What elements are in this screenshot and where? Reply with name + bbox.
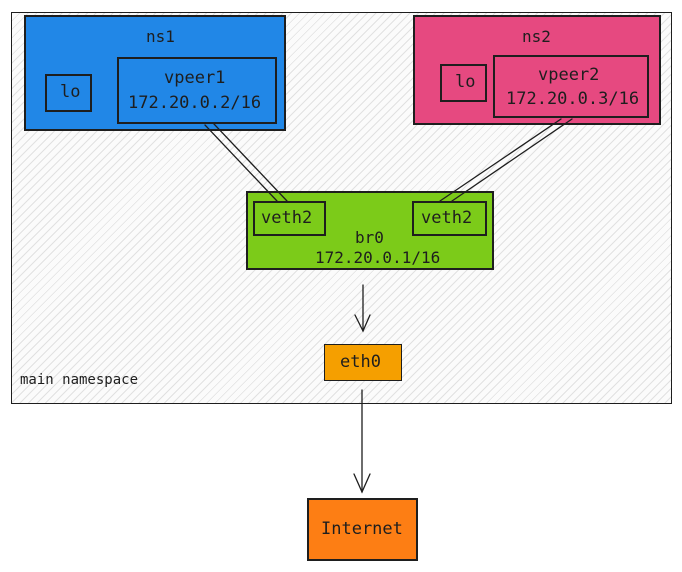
ns1-loopback-box: [45, 74, 92, 112]
br0-label: br0: [355, 228, 384, 247]
link-vpeer2-veth-b: [451, 118, 573, 202]
link-vpeer1-veth-b: [213, 123, 288, 202]
link-vpeer2-veth-a: [439, 118, 562, 202]
ns1-label: ns1: [146, 27, 175, 46]
vpeer2-ip: 172.20.0.3/16: [506, 89, 640, 109]
br0-ip: 172.20.0.1/16: [315, 248, 441, 267]
veth-right-box: [412, 201, 487, 236]
internet-box: [307, 498, 418, 561]
br0-bridge-box: [246, 191, 494, 270]
ns2-loopback-box: [440, 64, 487, 102]
eth0-box: [324, 344, 402, 381]
veth-left-box: [253, 201, 326, 236]
ns2-loopback-label: lo: [455, 72, 476, 92]
link-vpeer1-veth-a: [204, 124, 278, 202]
vpeer1-box: [117, 57, 277, 124]
veth-right-label: veth2: [421, 208, 473, 228]
eth0-label: eth0: [340, 352, 381, 372]
arrow-eth0-internet-head: [353, 473, 371, 494]
vpeer2-box: [493, 55, 649, 118]
ns2-box: [413, 15, 661, 125]
vpeer2-name: vpeer2: [538, 65, 600, 85]
vpeer1-name: vpeer1: [164, 68, 226, 88]
vpeer1-ip: 172.20.0.2/16: [128, 93, 262, 113]
main-namespace-label: main namespace: [20, 372, 139, 388]
arrow-br0-eth0-head: [354, 314, 371, 333]
veth-left-label: veth2: [261, 208, 313, 228]
internet-label: Internet: [321, 519, 403, 539]
ns2-label: ns2: [522, 27, 551, 46]
ns1-loopback-label: lo: [60, 82, 81, 102]
